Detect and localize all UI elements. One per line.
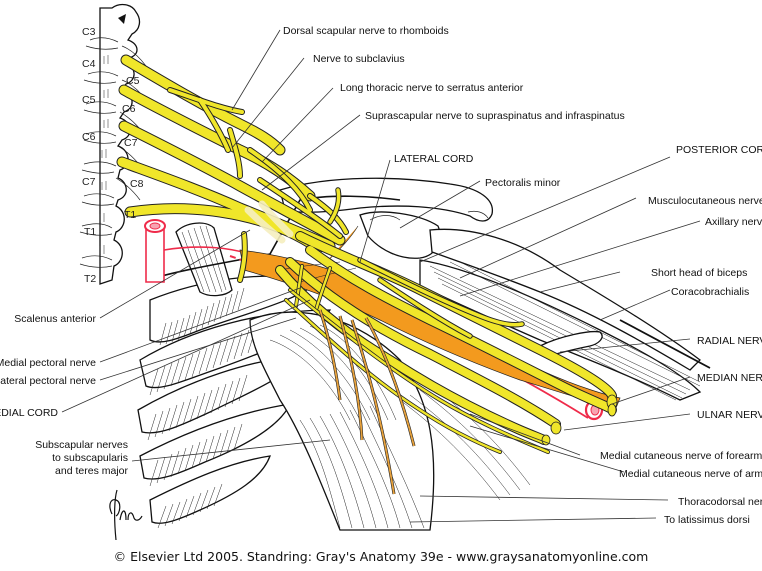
brachial-plexus-nerves (116, 54, 617, 454)
labels-center: LATERAL CORD Pectoralis minor (394, 153, 561, 189)
label-subscapular-nerves-line2: to subscapularis (52, 452, 128, 464)
label-lateral-cord: LATERAL CORD (394, 153, 474, 165)
label-ulnar-nerve: ULNAR NERVE (697, 409, 762, 421)
root-labels: C5 C6 C7 C8 T1 (122, 75, 144, 221)
rib-cage (137, 275, 332, 529)
root-label-t1: T1 (124, 209, 136, 221)
root-label-c6: C6 (122, 103, 136, 115)
vertebra-labels: C3 C4 C5 C6 C7 T1 T2 (82, 26, 96, 285)
label-suprascapular-nerve: Suprascapular nerve to supraspinatus and… (365, 110, 625, 122)
root-label-c5: C5 (126, 75, 140, 87)
vertebra-label-c7: C7 (82, 176, 96, 188)
vertebra-label-t1: T1 (84, 226, 96, 238)
label-posterior-cord: POSTERIOR CORD (676, 144, 762, 156)
label-long-thoracic-nerve: Long thoracic nerve to serratus anterior (340, 82, 524, 94)
cervical-spine (79, 3, 147, 285)
labels-left: Scalenus anterior Medial pectoral nerve … (0, 313, 129, 477)
root-label-c8: C8 (130, 178, 144, 190)
thoracodorsal-and-subscapular-nerves (318, 309, 416, 495)
label-coracobrachialis: Coracobrachialis (671, 286, 749, 298)
clavicle-and-scapula (279, 177, 701, 371)
labels-top: Dorsal scapular nerve to rhomboids Nerve… (283, 25, 625, 122)
labels-right: POSTERIOR CORD Musculocutaneous nerve Ax… (600, 144, 762, 526)
label-subscapular-nerves-line3: and teres major (55, 465, 128, 477)
vertebra-label-t2: T2 (84, 273, 96, 285)
label-radial-nerve: RADIAL NERVE (697, 335, 762, 347)
root-label-c7: C7 (124, 137, 138, 149)
copyright-footer: © Elsevier Ltd 2005. Standring: Gray's A… (113, 549, 649, 564)
label-medial-pectoral-nerve: Medial pectoral nerve (0, 357, 96, 369)
label-subscapular-nerves-line1: Subscapular nerves (35, 439, 128, 451)
vertebra-label-c5: C5 (82, 94, 96, 106)
label-scalenus-anterior: Scalenus anterior (14, 313, 96, 325)
artist-signature (109, 489, 143, 541)
label-median-nerve: MEDIAN NERVE (697, 372, 762, 384)
label-pectoralis-minor: Pectoralis minor (485, 177, 561, 189)
leader-lines (61, 29, 701, 523)
label-to-latissimus-dorsi: To latissimus dorsi (664, 514, 750, 526)
label-short-head-of-biceps: Short head of biceps (651, 267, 747, 279)
label-medial-cutaneous-nerve-arm: Medial cutaneous nerve of arm (619, 468, 762, 480)
vertebra-label-c4: C4 (82, 58, 96, 70)
label-musculocutaneous-nerve: Musculocutaneous nerve (648, 195, 762, 207)
label-lateral-pectoral-nerve: Lateral pectoral nerve (0, 375, 96, 387)
label-dorsal-scapular-nerve: Dorsal scapular nerve to rhomboids (283, 25, 449, 37)
label-thoracodorsal-nerve: Thoracodorsal nerve (678, 496, 762, 508)
label-axillary-nerve: Axillary nerve (705, 216, 762, 228)
nerve-cut-ends (541, 394, 618, 446)
label-nerve-to-subclavius: Nerve to subclavius (313, 53, 405, 65)
vertebra-label-c6: C6 (82, 131, 96, 143)
label-medial-cutaneous-nerve-forearm: Medial cutaneous nerve of forearm (600, 450, 762, 462)
label-medial-cord: MEDIAL CORD (0, 407, 58, 419)
vertebra-label-c3: C3 (82, 26, 96, 38)
